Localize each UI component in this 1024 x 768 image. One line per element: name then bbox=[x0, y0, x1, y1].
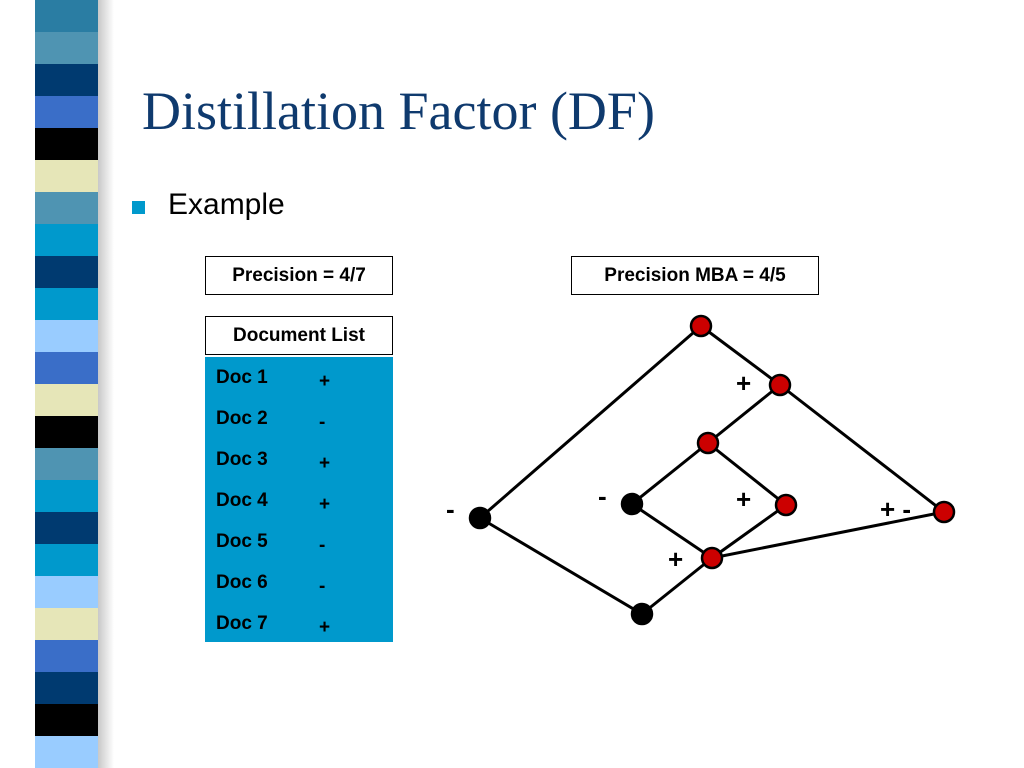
doc-name: Doc 5 bbox=[216, 531, 268, 552]
stripe-segment bbox=[35, 576, 98, 609]
doc-name: Doc 7 bbox=[216, 613, 268, 634]
doc-relevance-mark: + bbox=[319, 617, 331, 638]
stripe-segment bbox=[35, 256, 98, 289]
lattice-edge bbox=[707, 441, 787, 507]
doc-name: Doc 1 bbox=[216, 367, 268, 388]
stripe-segment bbox=[35, 416, 98, 449]
lattice-edge bbox=[700, 324, 781, 387]
stripe-segment bbox=[35, 64, 98, 97]
lattice-node-upper-right bbox=[768, 373, 792, 397]
lattice-edge bbox=[479, 324, 702, 520]
lattice-labels: + - - + + + - bbox=[446, 368, 911, 574]
stripe-segment bbox=[35, 320, 98, 353]
doc-name: Doc 2 bbox=[216, 408, 268, 429]
lattice-edges bbox=[479, 324, 945, 616]
lattice-node-bottom bbox=[630, 602, 654, 626]
document-row: Doc 1 + bbox=[205, 367, 393, 397]
precision-mba-box: Precision MBA = 4/5 bbox=[571, 256, 819, 295]
stripe-shadow bbox=[98, 0, 114, 768]
lattice-node-top bbox=[689, 314, 713, 338]
document-row: Doc 3 + bbox=[205, 449, 393, 479]
stripe-segment bbox=[35, 352, 98, 385]
node-label-inner-right: + bbox=[736, 484, 751, 514]
lattice-edge bbox=[631, 441, 709, 506]
stripe-segment bbox=[35, 544, 98, 577]
doc-relevance-mark: + bbox=[319, 371, 331, 392]
doc-name: Doc 6 bbox=[216, 572, 268, 593]
lattice-edge bbox=[779, 383, 945, 514]
stripe-segment bbox=[35, 608, 98, 641]
lattice-nodes bbox=[468, 314, 956, 626]
lattice-edge bbox=[711, 503, 787, 560]
doc-relevance-mark: - bbox=[319, 412, 326, 433]
stripe-segment bbox=[35, 672, 98, 705]
node-label-upper-right: + bbox=[736, 368, 751, 398]
lattice-edge bbox=[711, 510, 945, 560]
stripe-segment bbox=[35, 0, 98, 33]
lattice-edge bbox=[707, 383, 781, 445]
node-label-inner-left: - bbox=[598, 481, 607, 511]
lattice-node-inner-right bbox=[774, 493, 798, 517]
lattice-edge bbox=[479, 516, 643, 616]
decorative-stripe-bar bbox=[35, 0, 98, 768]
lattice-node-left bbox=[468, 506, 492, 530]
doc-relevance-mark: + bbox=[319, 453, 331, 474]
slide-title: Distillation Factor (DF) bbox=[142, 81, 655, 141]
stripe-segment bbox=[35, 32, 98, 65]
document-row: Doc 5 - bbox=[205, 531, 393, 561]
doc-relevance-mark: - bbox=[319, 535, 326, 556]
doc-name: Doc 3 bbox=[216, 449, 268, 470]
node-label-left: - bbox=[446, 494, 455, 524]
lattice-node-far-right bbox=[932, 500, 956, 524]
doc-name: Doc 4 bbox=[216, 490, 268, 511]
document-row: Doc 6 - bbox=[205, 572, 393, 602]
bullet-text: Example bbox=[168, 188, 285, 221]
lattice-node-middle bbox=[696, 431, 720, 455]
stripe-segment bbox=[35, 384, 98, 417]
node-label-far-right: + - bbox=[880, 494, 911, 524]
lattice-node-inner-left bbox=[620, 492, 644, 516]
stripe-segment bbox=[35, 224, 98, 257]
stripe-segment bbox=[35, 160, 98, 193]
lattice-edge bbox=[641, 556, 713, 616]
stripe-segment bbox=[35, 480, 98, 513]
stripe-segment bbox=[35, 704, 98, 737]
stripe-segment bbox=[35, 736, 98, 768]
stripe-segment bbox=[35, 96, 98, 129]
stripe-segment bbox=[35, 512, 98, 545]
node-label-inner-bottom: + bbox=[668, 544, 683, 574]
document-row: Doc 7 + bbox=[205, 613, 393, 643]
stripe-segment bbox=[35, 640, 98, 673]
doc-relevance-mark: + bbox=[319, 494, 331, 515]
document-row: Doc 2 - bbox=[205, 408, 393, 438]
doc-relevance-mark: - bbox=[319, 576, 326, 597]
lattice-node-inner-bottom bbox=[700, 546, 724, 570]
precision-box: Precision = 4/7 bbox=[205, 256, 393, 295]
document-list-header: Document List bbox=[205, 316, 393, 355]
lattice-edge bbox=[631, 502, 713, 560]
document-list: Doc 1 + Doc 2 - Doc 3 + Doc 4 + Doc 5 - … bbox=[205, 357, 393, 642]
stripe-segment bbox=[35, 128, 98, 161]
stripe-segment bbox=[35, 288, 98, 321]
stripe-segment bbox=[35, 192, 98, 225]
bullet-square-icon bbox=[132, 201, 145, 214]
stripe-segment bbox=[35, 448, 98, 481]
document-row: Doc 4 + bbox=[205, 490, 393, 520]
